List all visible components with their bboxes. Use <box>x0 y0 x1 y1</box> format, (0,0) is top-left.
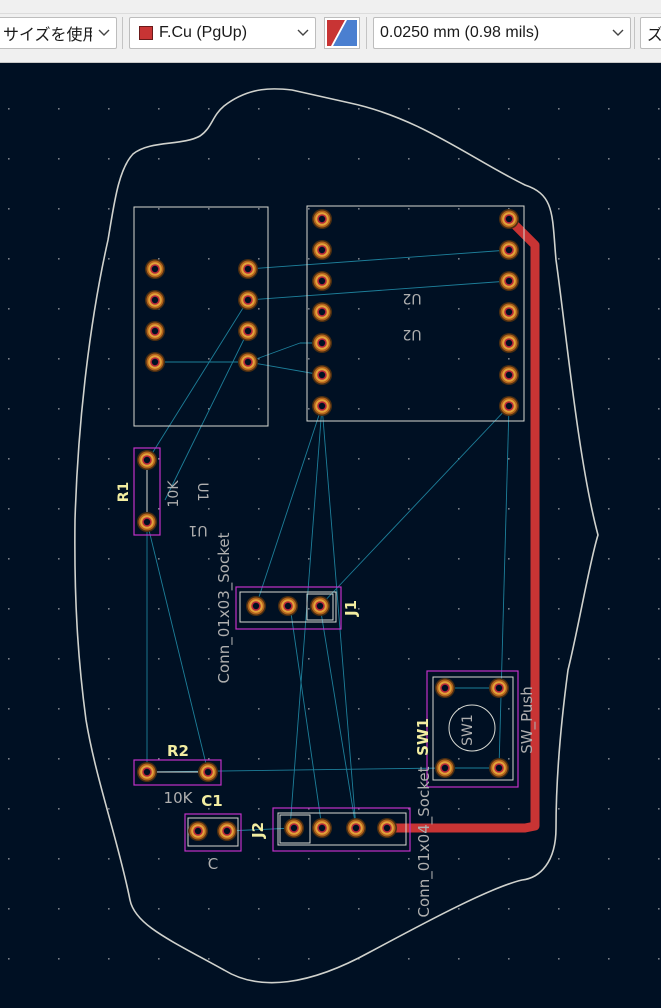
copper-track <box>382 214 540 833</box>
chevron-down-icon <box>606 29 630 37</box>
u1-value-label: U1 <box>188 522 207 538</box>
j2-value-label: Conn_01x04_Socket <box>415 766 434 917</box>
grid-dropdown[interactable]: 0.0250 mm (0.98 mils) <box>373 17 631 49</box>
sw1-center-label: SW1 <box>460 714 476 746</box>
footprint-j1: J1 Conn_01x03_Socket <box>215 532 360 683</box>
zoom-value: ズ <box>641 21 661 45</box>
r1-value-label: 10K <box>166 480 182 508</box>
grid-value: 0.0250 mm (0.98 mils) <box>380 24 540 41</box>
toolbar-separator <box>634 17 635 49</box>
layer-pair-icon <box>327 19 357 47</box>
footprint-u2: U2 U2 <box>306 205 525 422</box>
layer-pair-button[interactable] <box>324 17 360 49</box>
track-width-value: サイズを使用 <box>3 27 92 44</box>
layer-color-swatch <box>139 26 153 40</box>
footprint-c1: C1 C <box>184 792 242 873</box>
j1-ref-label: J1 <box>342 600 360 617</box>
chevron-down-icon <box>92 29 116 37</box>
layer-value: F.Cu (PgUp) <box>159 24 248 41</box>
u2-ref-label: U2 <box>402 290 421 306</box>
footprint-r2: R2 10K <box>133 742 222 807</box>
pcb-drawing[interactable]: U2 U2 R1 10K U1 U1 J1 Conn_01x03_Socket … <box>0 62 661 1003</box>
grid-dots <box>0 62 661 1003</box>
track-width-dropdown[interactable]: サイズを使用 <box>0 17 117 49</box>
toolbar-divider <box>0 13 661 14</box>
pcb-canvas[interactable]: U2 U2 R1 10K U1 U1 J1 Conn_01x03_Socket … <box>0 62 661 1003</box>
toolbar-separator <box>366 17 367 49</box>
c1-value-label: C <box>208 855 218 873</box>
j1-value-label: Conn_01x03_Socket <box>215 532 234 683</box>
r1-ref-label: R1 <box>116 482 132 503</box>
footprint-j2: J2 Conn_01x04_Socket <box>249 766 434 917</box>
sw1-value-label: SW_Push <box>518 686 537 753</box>
footprint-r1: R1 10K U1 U1 <box>116 447 210 538</box>
sw1-ref-label: SW1 <box>414 718 432 756</box>
layer-dropdown[interactable]: F.Cu (PgUp) <box>129 17 316 49</box>
u1-ref-label: U1 <box>194 482 210 501</box>
j2-ref-label: J2 <box>249 822 267 839</box>
r2-ref-label: R2 <box>167 742 189 760</box>
c1-ref-label: C1 <box>201 792 222 810</box>
zoom-dropdown[interactable]: ズ <box>640 17 661 49</box>
r2-value-label: 10K <box>164 789 194 807</box>
chevron-down-icon <box>291 29 315 37</box>
footprint-sw1: SW1 SW1 SW_Push <box>414 670 537 788</box>
u2-value-label: U2 <box>402 326 421 342</box>
footprint-u1 <box>133 206 269 427</box>
toolbar: サイズを使用 F.Cu (PgUp) 0.0250 mm (0.98 mils)… <box>0 0 661 63</box>
board-outline <box>74 88 599 984</box>
toolbar-separator <box>122 17 123 49</box>
